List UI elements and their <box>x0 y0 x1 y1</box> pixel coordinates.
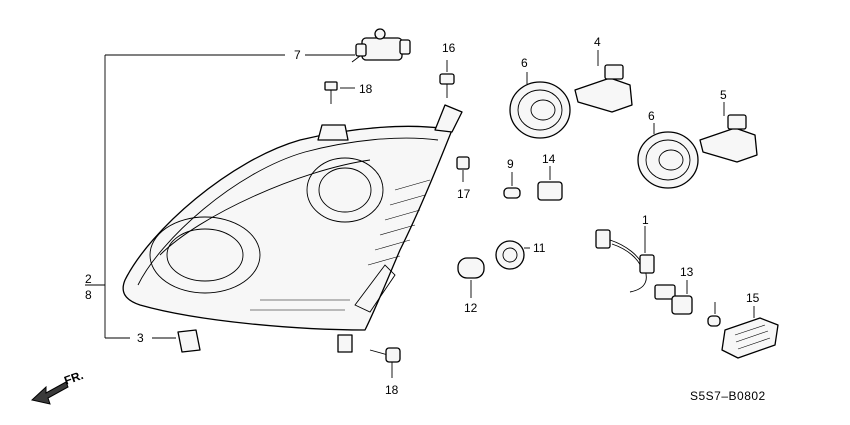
diagram-code: S5S7–B0802 <box>690 389 766 403</box>
callout-3: 3 <box>137 331 144 345</box>
socket-13 <box>671 280 693 315</box>
direction-label: FR. <box>62 368 85 388</box>
headlight-housing <box>122 104 463 353</box>
callout-8: 8 <box>85 288 92 302</box>
callout-4: 4 <box>594 35 601 49</box>
bolt-16 <box>439 60 455 98</box>
dust-seal-6-upper <box>509 72 571 139</box>
lens-hatching <box>250 179 431 311</box>
socket-14 <box>537 166 563 201</box>
bolt-18-bottom <box>369 347 401 378</box>
bulb-12 <box>457 257 485 298</box>
bolt-18-top <box>324 81 355 104</box>
callout-18-bottom: 18 <box>385 383 399 397</box>
callout-5: 5 <box>720 88 727 102</box>
bulb-9 <box>503 172 521 199</box>
callout-13: 13 <box>680 265 694 279</box>
bulb-10 <box>707 302 721 327</box>
clip-17 <box>456 156 470 182</box>
callout-14: 14 <box>542 152 556 166</box>
bulb-4 <box>574 50 633 113</box>
callout-17: 17 <box>457 187 471 201</box>
forward-arrow-icon <box>30 381 69 405</box>
callout-2: 2 <box>85 272 92 286</box>
side-marker-15 <box>721 306 779 359</box>
leveling-motor <box>351 28 411 63</box>
callout-9: 9 <box>507 157 514 171</box>
socket-11 <box>495 240 530 270</box>
callout-6-upper: 6 <box>521 56 528 70</box>
callout-16: 16 <box>442 41 456 55</box>
bulb-5 <box>699 102 758 163</box>
callout-15: 15 <box>746 291 760 305</box>
dust-seal-6-lower <box>637 123 699 189</box>
callout-7: 7 <box>294 48 301 62</box>
group-bracket <box>85 54 355 339</box>
callout-12: 12 <box>464 301 478 315</box>
callout-11: 11 <box>533 241 546 255</box>
callout-18-top: 18 <box>359 82 373 96</box>
wire-harness-1 <box>595 226 676 300</box>
callout-6-lower: 6 <box>648 109 655 123</box>
clip-nut-3 <box>152 329 201 353</box>
callout-1: 1 <box>642 213 649 227</box>
